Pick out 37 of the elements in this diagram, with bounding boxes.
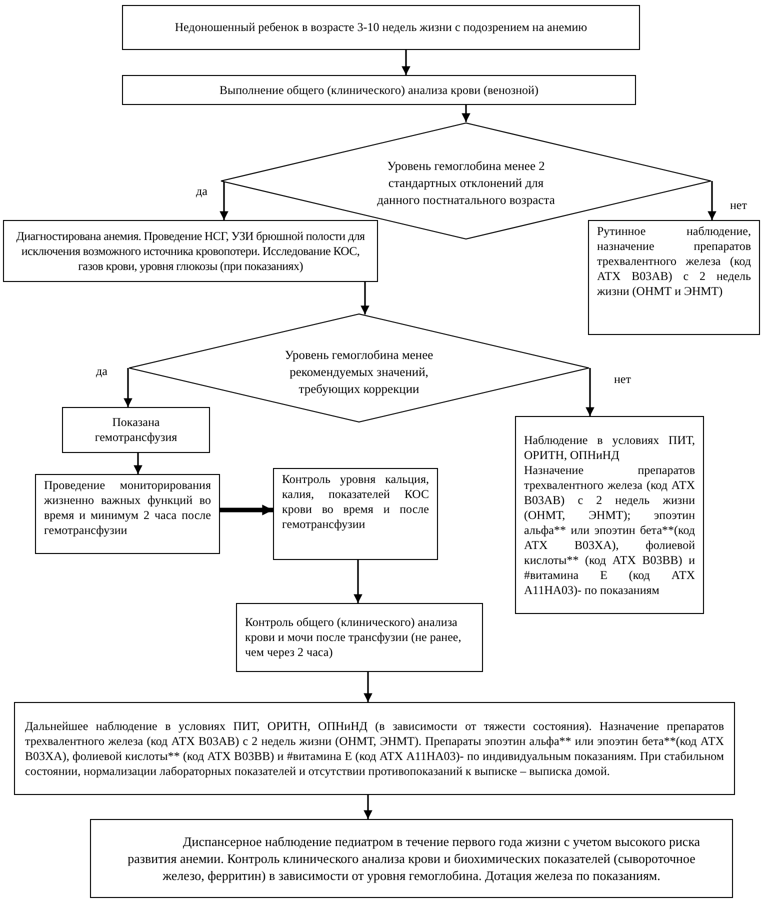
process-box [588, 220, 760, 335]
arrow [364, 795, 372, 819]
arrow [124, 368, 132, 407]
process-box [3, 220, 378, 282]
arrow [220, 504, 273, 516]
box-text: Рутинное наблюдение, назначение препаратов трехвалентного железа (код АТХ B03AB) с 2 недель жизни (ОНМТ и ЭНМТ) [597, 224, 751, 299]
process-box [62, 407, 210, 453]
arrow [134, 453, 142, 474]
process-box [273, 468, 438, 560]
box-text: Показана гемотрансфузия [94, 415, 178, 445]
process-box [90, 819, 733, 898]
arrow [402, 50, 410, 75]
arrow [462, 105, 470, 122]
arrow [354, 560, 362, 603]
box-text: Проведение мониторирования жизненно важных функций во время и минимум 2 часа после гемотрансфузии [44, 478, 211, 538]
box-text: Контроль общего (клинического) анализа крови и мочи после трансфузии (не ранее, чем через 2 часа) [245, 615, 462, 660]
box-text: Дальнейшее наблюдение в условиях ПИТ, ОРИТН, ОПНиНД (в зависимости от тяжести состояния). Назначение препаратов трехвалентного железа (код АТХ B03AB) с 2 недель жизни (ОНМТ, ЭНМТ). Препараты эпоэтин альфа** или эпоэтин бета**(код АТХ B03XA), фолиевой кислоты** (код АТХ B03BB) и #витамина Е (код АТХ A11HA03)- по индивидуальным показаниям. При стабильном состоянии, нормализации лабораторных показателей и отсутствии противопоказаний к выписке – выписка домой. [25, 718, 724, 778]
arrow [586, 368, 594, 416]
process-box [122, 75, 636, 105]
arrow [360, 282, 370, 314]
process-box [236, 603, 483, 672]
box-text: Диспансерное наблюдение педиатром в течение первого года жизни с учетом высокого риска развития анемии. Контроль клинического анализа крови и биохимических показателей (сывороточное железо, ферритин) в зависимости от уровня гемоглобина. Дотация железа по показаниям. [126, 833, 702, 884]
arrow [708, 181, 716, 220]
decision-text: Уровень гемоглобина менее рекомендуемых значений, требующих коррекции [284, 347, 434, 398]
arrow [364, 672, 372, 702]
decision-text: Уровень гемоглобина менее 2 стандартных отклонений для данного постнатального возраста [376, 158, 556, 209]
process-box [122, 5, 640, 50]
box-text: Наблюдение в условиях ПИТ, ОРИТН, ОПНиНД [524, 432, 695, 462]
process-box [14, 702, 735, 795]
box-text: Недоношенный ребенок в возрасте 3-10 недель жизни с подозрением на анемию [174, 20, 588, 35]
box-text: Выполнение общего (клинического) анализа крови (венозной) [218, 82, 540, 98]
process-box [35, 474, 220, 554]
box-text: Назначение препаратов трехвалентного железа (код АТХ B03AB) с 2 недель жизни (ОНМТ, ЭНМТ); эпоэтин альфа** или эпоэтин бета**(код АТХ B03XA), фолиевой кислоты** (код АТХ B03BB) и #витамина Е (код АТХ A11HA03)- по показаниям [524, 462, 695, 598]
box-text: Диагностирована анемия. Проведение НСГ, УЗИ брюшной полости для исключения возможного источника кровопотери. Исследование КОС, газов крови, уровня глюкозы (при показаниях) [15, 228, 366, 274]
process-box [515, 416, 704, 614]
box-text: Контроль уровня кальция, калия, показателей КОС крови во время и после гемотрансфузии [282, 472, 429, 532]
arrow [220, 182, 228, 220]
